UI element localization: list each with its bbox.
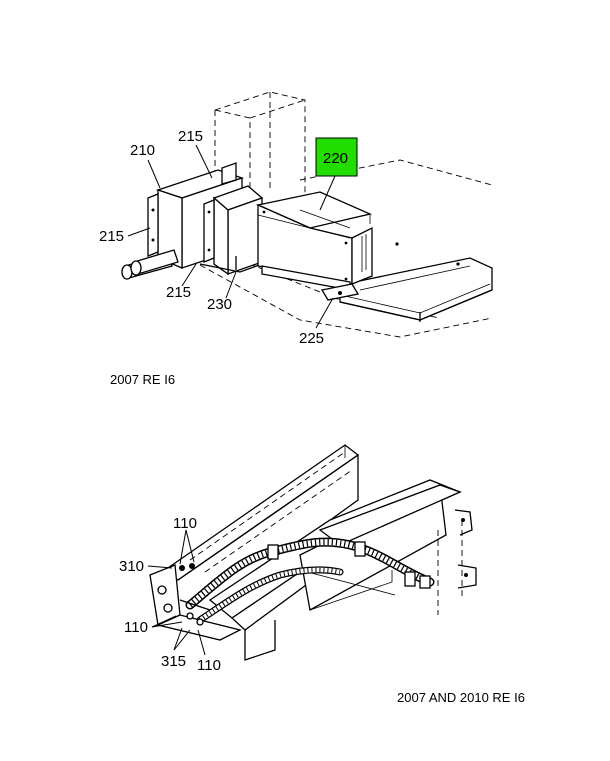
- callout-215-left: 215: [99, 228, 124, 245]
- caption-bottom: 2007 AND 2010 RE I6: [397, 690, 525, 705]
- callout-215-bottom: 215: [166, 284, 191, 301]
- callout-315: 315: [161, 653, 186, 670]
- bottom-diagram: 110 310 110 315 110 2007 AND 2010 RE I6: [119, 444, 525, 705]
- leader-lines-bottom: [147, 529, 206, 656]
- top-diagram: 210 215 215 215 220 230 225 2007 RE I6: [99, 91, 493, 387]
- callout-225: 225: [299, 330, 324, 347]
- callout-110-top: 110: [173, 515, 197, 532]
- rear-bracket: [437, 509, 477, 615]
- callout-215-top: 215: [178, 128, 203, 145]
- callout-220: 220: [323, 150, 348, 167]
- deck-hole-1: [395, 242, 399, 246]
- callout-110-left: 110: [124, 619, 148, 636]
- deck-plate: [339, 242, 493, 322]
- part-220-box: [255, 191, 373, 291]
- leader-lines: [127, 144, 336, 329]
- deck-hole-2: [456, 262, 460, 266]
- callout-210: 210: [130, 142, 155, 159]
- callout-230: 230: [207, 296, 232, 313]
- callout-310: 310: [119, 558, 144, 575]
- part-225-foot: [320, 283, 360, 301]
- callout-220-highlight: [315, 137, 358, 177]
- phantom-column: [214, 91, 306, 195]
- connector-cluster: [149, 563, 242, 641]
- exhaust-pipes: [121, 249, 179, 280]
- frame-rail-lower: [208, 479, 462, 661]
- harness-hose: [185, 537, 435, 624]
- caption-top: 2007 RE I6: [110, 372, 175, 387]
- callout-110-bottom: 110: [197, 657, 221, 674]
